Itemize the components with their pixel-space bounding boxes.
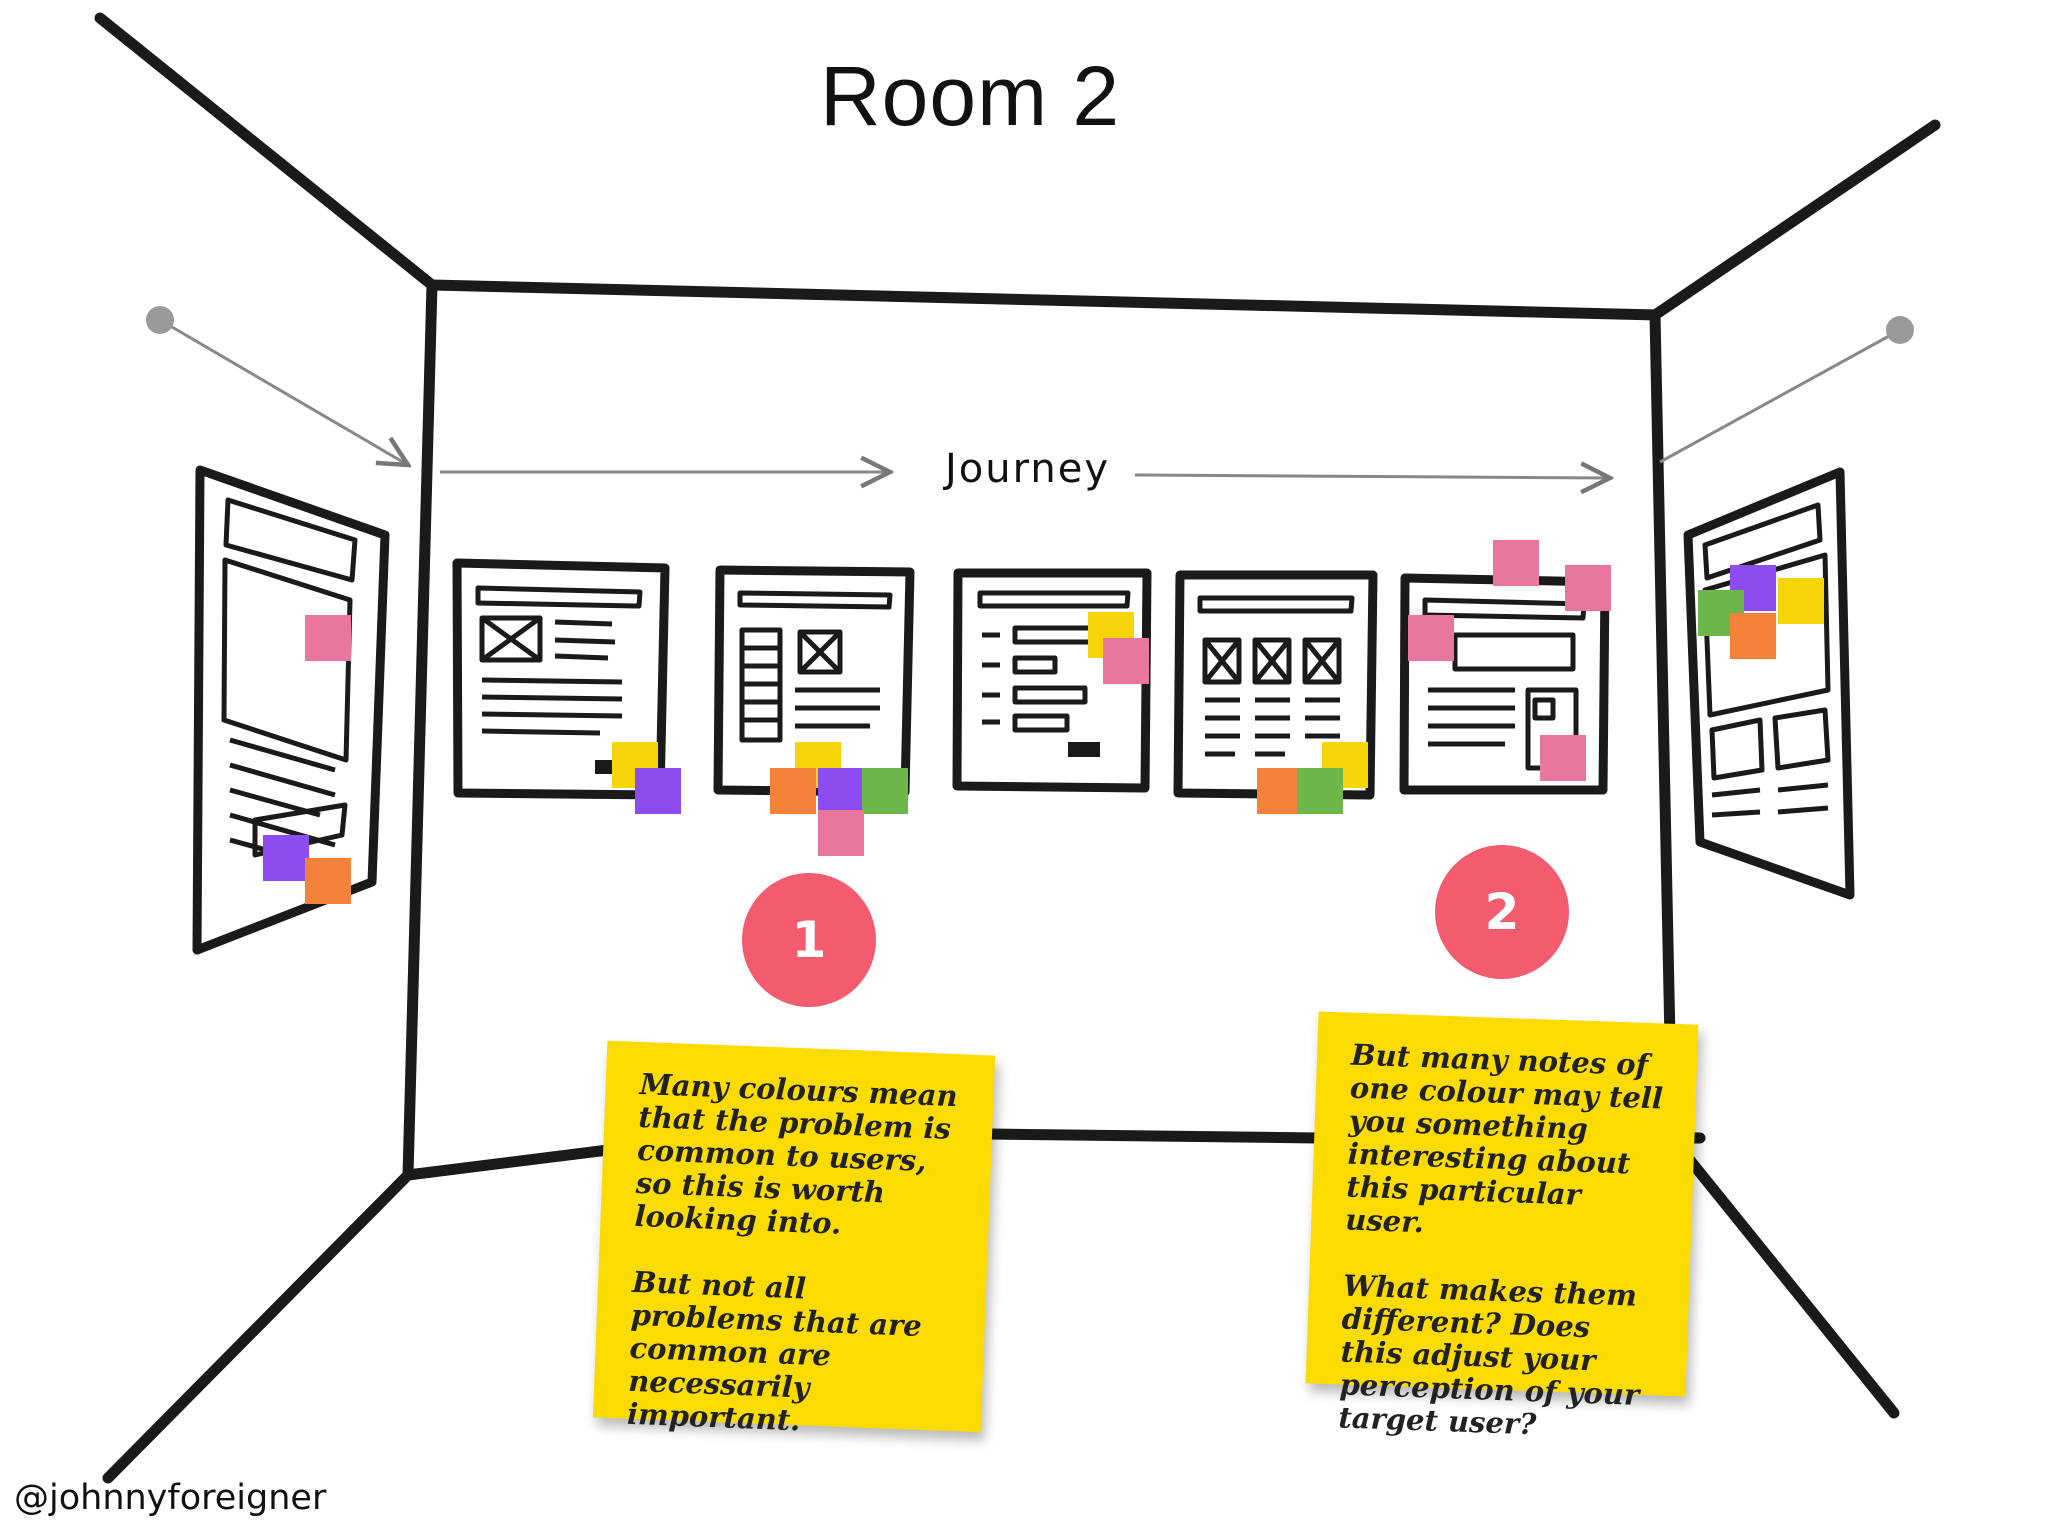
badge-1: 1 bbox=[742, 873, 876, 1007]
right-floor-corner bbox=[1666, 1132, 1900, 1419]
sticky-dot-purple bbox=[263, 835, 309, 881]
right-exit-arrow bbox=[1659, 328, 1901, 464]
sticky-dot-pink bbox=[1493, 540, 1539, 586]
sticky-dot-orange bbox=[770, 768, 816, 814]
sticky-dot-pink bbox=[305, 615, 351, 661]
sticky-dot-green bbox=[862, 768, 908, 814]
wireframe-4 bbox=[1173, 570, 1378, 800]
left-wall-top-edge bbox=[94, 12, 438, 291]
sticky-dot-purple bbox=[635, 768, 681, 814]
page-title: Room 2 bbox=[820, 49, 1121, 143]
sticky-dot-pink bbox=[1565, 565, 1611, 611]
sticky-note-2: But many notes of one colour may tell yo… bbox=[1305, 1011, 1699, 1441]
right-wall-top-edge bbox=[1649, 119, 1941, 321]
author-credit: @johnnyforeigner bbox=[14, 1478, 327, 1518]
note-1-paragraph-1: Many colours mean that the problem is co… bbox=[634, 1066, 959, 1241]
left-entry-arrow bbox=[159, 318, 408, 465]
sticky-note-1: Many colours mean that the problem is co… bbox=[592, 1040, 996, 1437]
sticky-dot-orange bbox=[1730, 613, 1776, 659]
floor-edge-left bbox=[402, 1144, 614, 1181]
badge-2: 2 bbox=[1435, 845, 1569, 979]
sticky-dot-pink bbox=[818, 810, 864, 856]
sticky-dot-purple bbox=[818, 768, 864, 814]
sticky-dot-orange bbox=[305, 858, 351, 904]
wireframe-left-side bbox=[192, 465, 390, 955]
floor-edge-middle bbox=[984, 1128, 1324, 1144]
sticky-dot-pink bbox=[1103, 638, 1149, 684]
sticky-dots bbox=[263, 540, 1824, 904]
journey-arrow-2 bbox=[1134, 475, 1610, 478]
left-floor-corner bbox=[102, 1169, 414, 1484]
note-1-paragraph-2: But not all problems that are common are… bbox=[626, 1264, 923, 1438]
journey-arrows bbox=[146, 306, 1914, 478]
left-pin-icon bbox=[146, 306, 174, 334]
right-back-corner bbox=[1649, 309, 1678, 1144]
note-2-paragraph-1: But many notes of one colour may tell yo… bbox=[1344, 1037, 1664, 1240]
note-2-paragraph-2: What makes them different? Does this adj… bbox=[1337, 1268, 1640, 1442]
ceiling-edge bbox=[426, 279, 1661, 321]
wireframe-right-side bbox=[1683, 467, 1855, 900]
sticky-dot-green bbox=[1297, 768, 1343, 814]
room-walls bbox=[94, 12, 1941, 1484]
sticky-dot-yellow bbox=[1778, 578, 1824, 624]
journey-label: Journey bbox=[945, 446, 1110, 492]
sticky-dot-orange bbox=[1257, 768, 1303, 814]
sticky-dot-pink bbox=[1408, 615, 1454, 661]
left-back-corner bbox=[402, 279, 438, 1181]
sticky-dot-pink bbox=[1540, 735, 1586, 781]
right-pin-icon bbox=[1886, 316, 1914, 344]
wireframe-3 bbox=[952, 568, 1152, 793]
